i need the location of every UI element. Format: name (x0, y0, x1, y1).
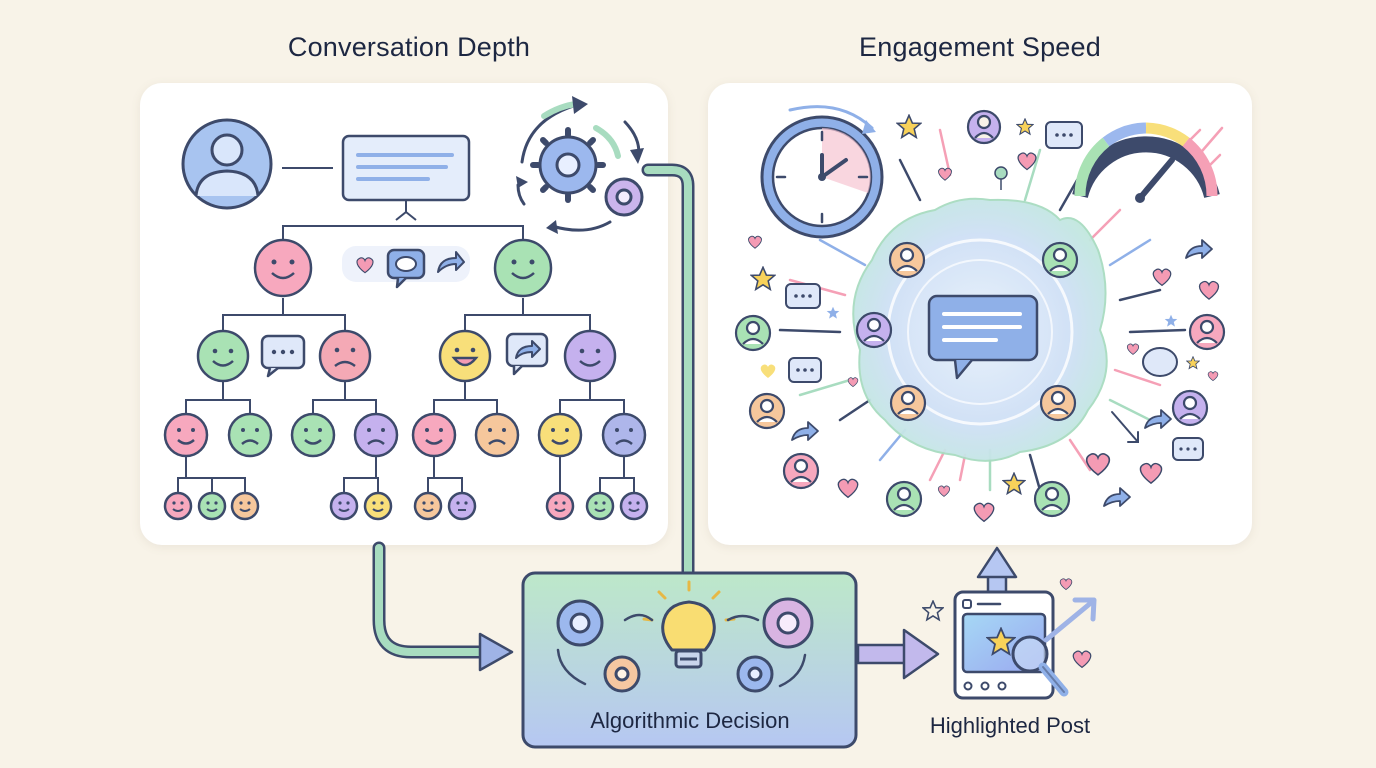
gear-icon (604, 177, 644, 217)
comment-icon (260, 334, 306, 378)
emoji-face-icon (318, 329, 372, 383)
emoji-face-icon (619, 491, 649, 521)
user-avatar-icon (734, 314, 772, 352)
chat-bubbles (785, 121, 1204, 461)
magnifier-icon (1011, 635, 1069, 697)
emoji-face-icon (447, 491, 477, 521)
comment-icon (1142, 347, 1178, 377)
user-avatar-icon (855, 311, 893, 349)
reaction-strip (342, 246, 470, 289)
algorithmic-decision-box (521, 571, 858, 749)
comment-icon (1172, 437, 1204, 461)
emoji-face-icon (474, 412, 520, 458)
user-avatar-icon (966, 109, 1002, 145)
gear-icon (556, 599, 604, 647)
emoji-face-icon (413, 491, 443, 521)
message-bubble-icon (341, 134, 471, 202)
user-avatar-icon (782, 452, 820, 490)
comment-icon (1045, 121, 1083, 149)
gear-icon (603, 655, 641, 693)
emoji-face-icon (163, 491, 193, 521)
conversation-depth-title: Conversation Depth (287, 32, 531, 62)
emoji-face-icon (493, 238, 553, 298)
share-arrow-icons (791, 239, 1213, 507)
user-avatar-icon (889, 384, 927, 422)
emoji-face-icon (227, 412, 273, 458)
engagement-speed-title: Engagement Speed (859, 32, 1101, 62)
emoji-face-icon (411, 412, 457, 458)
user-avatar-icon (1188, 313, 1226, 351)
user-avatar-cloud (734, 109, 1226, 518)
emoji-face-icon (601, 412, 647, 458)
user-avatar-icon (888, 241, 926, 279)
emoji-face-tree (163, 238, 649, 521)
emoji-face-icon (230, 491, 260, 521)
connector-left-to-decision (372, 541, 514, 672)
emoji-face-icon (438, 329, 492, 383)
gear-icon (530, 127, 606, 203)
clock-icon (760, 105, 884, 239)
tree-connector-lines (177, 167, 635, 492)
emoji-face-icon (329, 491, 359, 521)
emoji-face-icon (197, 491, 227, 521)
gear-icon (736, 655, 774, 693)
user-avatar-icon (1039, 384, 1077, 422)
user-avatar-icon (748, 392, 786, 430)
lightbulb-icon (642, 580, 736, 669)
emoji-face-icon (163, 412, 209, 458)
trend-arrow-icon (1043, 597, 1097, 643)
user-avatar-icon (1171, 389, 1209, 427)
heart-icon (760, 364, 776, 378)
connector-decision-to-post (856, 628, 940, 680)
emoji-face-icon (290, 412, 336, 458)
gear-icon (762, 597, 814, 649)
share-icon (505, 332, 549, 376)
user-avatar-icon (1033, 480, 1071, 518)
user-avatar-icon (181, 118, 273, 210)
emoji-face-icon (363, 491, 393, 521)
highlighted-post-label: Highlighted Post (929, 713, 1091, 738)
comment-icon (386, 248, 426, 289)
comment-icon (788, 357, 822, 383)
user-avatar-icon (1041, 241, 1079, 279)
emoji-face-icon (253, 238, 313, 298)
emoji-face-icon (196, 329, 250, 383)
comment-icon (785, 283, 821, 309)
connector-gears-to-decision (641, 163, 695, 582)
algorithmic-decision-label: Algorithmic Decision (590, 708, 790, 733)
user-avatar-icon (885, 480, 923, 518)
speedometer-icon (1072, 122, 1220, 203)
emoji-face-icon (563, 329, 617, 383)
emoji-face-icon (545, 491, 575, 521)
emoji-face-icon (353, 412, 399, 458)
emoji-face-icon (585, 491, 615, 521)
emoji-face-icon (537, 412, 583, 458)
share-icon (437, 251, 465, 273)
gear-cycle-icon (516, 96, 644, 234)
